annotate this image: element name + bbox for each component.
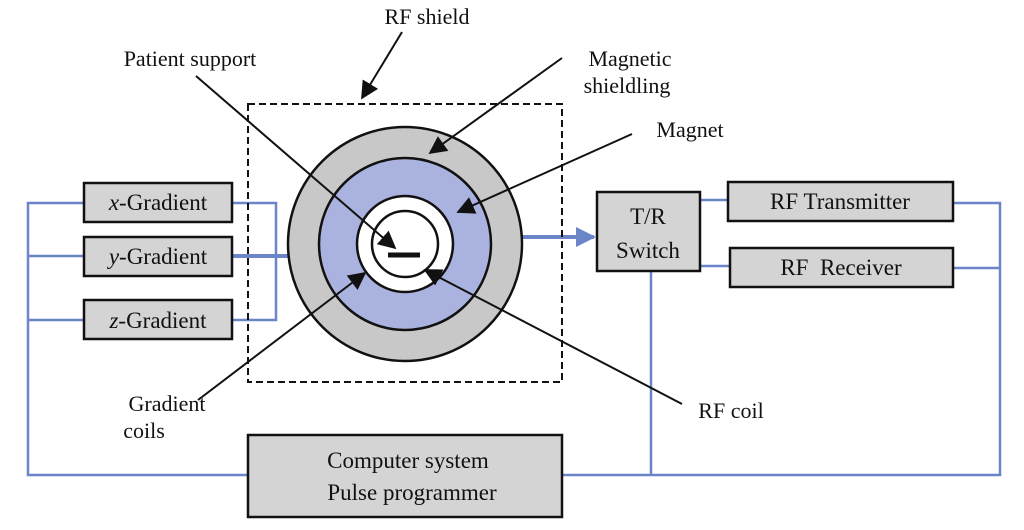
magnet-arrow <box>456 133 633 214</box>
rf-coil-ring <box>370 209 440 279</box>
computer-line1: Computer system <box>327 448 489 473</box>
magnet-label: Magnet <box>656 117 723 142</box>
computer-line2: Pulse programmer <box>327 480 497 505</box>
magnet-assembly <box>286 125 524 363</box>
x-gradient-label: -Gradient <box>119 190 208 215</box>
x-gradient-box: x-Gradient <box>82 181 234 224</box>
z-gradient-box: z-Gradient <box>82 298 234 341</box>
rf-transmitter-box: RF Transmitter <box>726 180 955 223</box>
svg-text:x-Gradient: x-Gradient <box>108 190 208 215</box>
y-gradient-label: -Gradient <box>119 244 208 269</box>
x-gradient-var: x <box>108 190 120 215</box>
tr-switch-box: T/R Switch <box>595 190 702 273</box>
y-gradient-box: y-Gradient <box>82 235 234 278</box>
rf-shield-box <box>247 103 563 383</box>
patient-support-arrow <box>195 75 397 250</box>
rf-shield-arrow <box>361 31 403 100</box>
label-arrows <box>195 31 683 405</box>
patient-support-label: Patient support <box>124 46 257 71</box>
gradient-coils-label-line2: coils <box>123 418 165 443</box>
gradient-coils-arrow <box>197 271 367 401</box>
rf-transmitter-label: RF Transmitter <box>770 189 910 214</box>
rf-coil-arrow <box>423 269 683 405</box>
svg-text:y-Gradient: y-Gradient <box>107 244 208 269</box>
gradient-combiner-wire <box>232 201 278 322</box>
tr-switch-line1: T/R <box>630 204 666 229</box>
tr-switch-line2: Switch <box>616 238 680 263</box>
magnetic-shielding-arrow <box>428 57 563 155</box>
rf-shield-label: RF shield <box>385 4 470 29</box>
rf-receiver-box: RF Receiver <box>728 246 955 289</box>
rf-coil-label: RF coil <box>698 398 763 423</box>
magnetic-shielding-label-line2: shieldling <box>584 73 671 98</box>
computer-system-box: Computer system Pulse programmer <box>246 433 564 519</box>
magnetic-shielding-label-line1: Magnetic <box>588 46 671 71</box>
rf-receiver-label: RF Receiver <box>780 255 902 280</box>
right-bus-wire <box>562 201 1002 477</box>
z-gradient-label: -Gradient <box>118 308 207 333</box>
left-bus-wire <box>26 201 248 477</box>
gradient-coils-label-line1: Gradient <box>129 391 206 416</box>
svg-text:z-Gradient: z-Gradient <box>108 308 207 333</box>
z-gradient-var: z <box>108 308 118 333</box>
y-gradient-var: y <box>107 244 120 269</box>
